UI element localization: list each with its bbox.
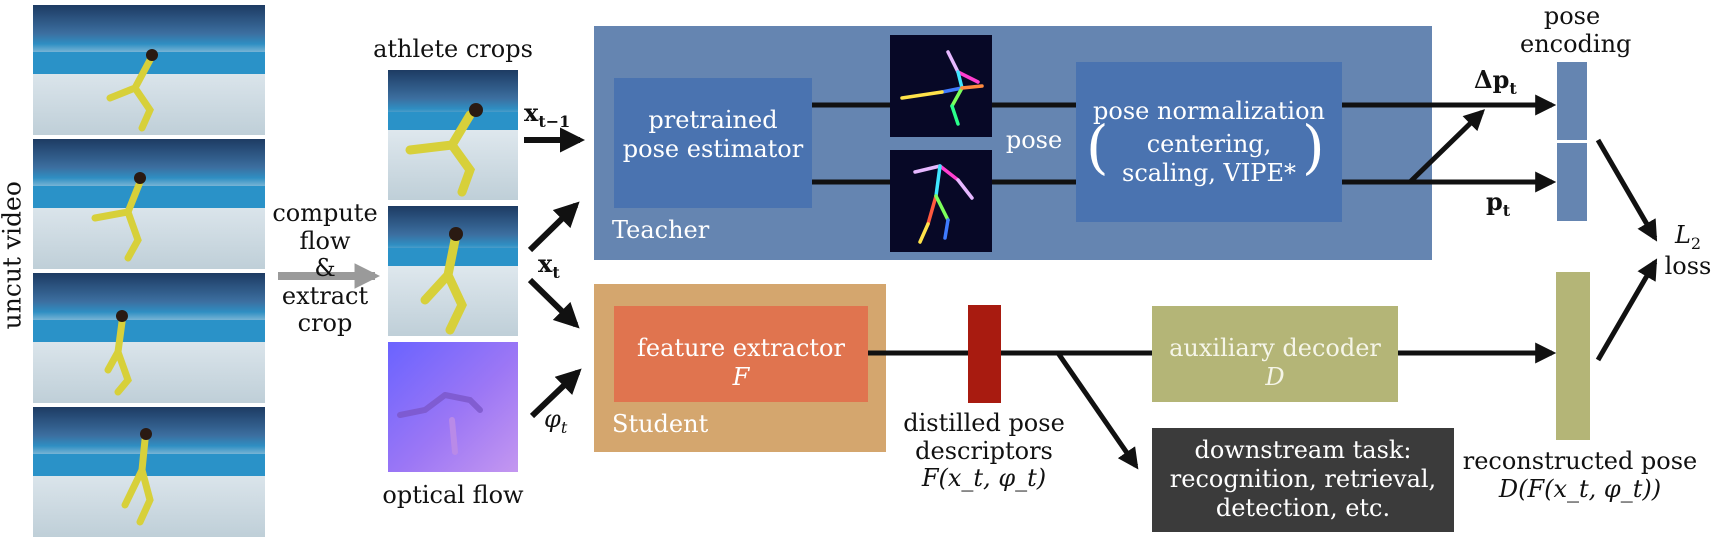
pose-skeleton-2 <box>890 150 992 252</box>
arrow-diff <box>1408 109 1486 184</box>
crop-image-2 <box>388 206 518 336</box>
process-label-4: extract <box>281 281 369 310</box>
crop-image-1 <box>388 70 518 200</box>
p-label: pt <box>1486 187 1511 220</box>
pose-encoding-bar <box>1557 62 1587 221</box>
pose-encoding-line-2: encoding <box>1520 29 1632 58</box>
downstream-line-3: detection, etc. <box>1215 493 1391 522</box>
normalization-paren-left: ( <box>1086 113 1109 181</box>
student-label: Student <box>612 410 709 438</box>
pose-label: pose <box>1005 126 1063 154</box>
pose-estimator-box <box>614 78 812 208</box>
process-label-2: flow <box>299 226 351 255</box>
downstream-box <box>1152 428 1454 532</box>
arrow-loss-top <box>1595 138 1658 242</box>
downstream-label: downstream task: recognition, retrieval,… <box>1152 436 1454 522</box>
pose-encoding-line-1: pose <box>1543 2 1601 30</box>
loss-symbol: L2 <box>1674 221 1702 253</box>
p-sub: t <box>1502 200 1511 220</box>
aux-decoder-label: auxiliary decoder D <box>1152 334 1398 392</box>
pose-encoding-label: pose encoding <box>1520 2 1632 58</box>
loss-sub: 2 <box>1690 233 1702 253</box>
descriptor-line-1: distilled pose <box>903 409 1065 437</box>
normalization-items: centering, scaling, VIPE* <box>1076 130 1342 188</box>
loss-label: L2 loss <box>1660 221 1716 281</box>
video-frame-3 <box>33 273 265 403</box>
reconstructed-formula: D(F(x_t, φ_t)) <box>1498 474 1662 503</box>
x-cur-sub: t <box>552 262 560 282</box>
video-frame-1 <box>33 5 265 135</box>
phi-label: φt <box>544 405 568 437</box>
aux-decoder-symbol: D <box>1265 362 1285 391</box>
normalization-title: pose normalization <box>1093 97 1325 125</box>
video-frames <box>33 5 265 537</box>
arrow-xcur-student <box>527 277 580 329</box>
aux-decoder-line-1: auxiliary decoder <box>1169 334 1381 362</box>
normalization-item-1: centering, <box>1146 130 1272 158</box>
flow-title: optical flow <box>382 481 524 509</box>
process-label: compute flow & extract crop <box>266 199 384 338</box>
teacher-label: Teacher <box>612 216 710 244</box>
recon-bar <box>1556 272 1590 440</box>
uncut-video-label: uncut video <box>0 181 27 330</box>
loss-word: loss <box>1664 252 1712 281</box>
athlete-crops <box>388 70 518 472</box>
x-prev-label: xt−1 <box>524 98 571 131</box>
crops-title: athlete crops <box>373 35 533 63</box>
delta-p-sub: t <box>1509 78 1517 98</box>
process-label-5: crop <box>297 309 353 338</box>
feature-extractor-box <box>614 306 868 402</box>
downstream-line-2: recognition, retrieval, <box>1169 464 1437 493</box>
descriptor-bar <box>968 305 1001 403</box>
delta-p-label: Δpt <box>1474 65 1517 98</box>
x-prev-sub: t−1 <box>538 111 571 131</box>
video-frame-2 <box>33 139 265 269</box>
pose-estimator-line-2: pose estimator <box>622 134 804 163</box>
arrow-downstream <box>1055 351 1139 470</box>
reconstructed-label: reconstructed pose D(F(x_t, φ_t)) <box>1462 447 1698 503</box>
normalization-paren-right: ) <box>1302 113 1325 181</box>
x-cur-label: xt <box>538 249 560 282</box>
flow-image <box>388 342 518 472</box>
phi-sub: t <box>560 417 568 437</box>
descriptor-label: distilled pose descriptors F(x_t, φ_t) <box>888 409 1080 493</box>
arrow-loss-bottom <box>1595 258 1658 362</box>
pose-skeleton-1 <box>890 35 992 137</box>
feature-extractor-label: feature extractor F <box>614 334 868 392</box>
process-label-1: compute <box>272 199 378 227</box>
feature-extractor-line-1: feature extractor <box>637 334 845 362</box>
feature-extractor-symbol: F <box>732 362 750 391</box>
arrow-phi-student <box>529 368 582 419</box>
normalization-box <box>1076 62 1342 222</box>
descriptor-line-2: descriptors <box>915 436 1053 465</box>
pose-estimator-label: pretrained pose estimator <box>614 106 812 164</box>
descriptor-formula: F(x_t, φ_t) <box>921 464 1047 493</box>
reconstructed-line-1: reconstructed pose <box>1462 447 1698 475</box>
downstream-line-1: downstream task: <box>1194 436 1412 464</box>
process-label-3: & <box>314 254 336 283</box>
aux-decoder-box <box>1152 306 1398 402</box>
normalization-item-2: scaling, VIPE* <box>1122 158 1296 187</box>
pose-estimator-line-1: pretrained <box>648 106 778 134</box>
arrow-xcur-teacher <box>527 201 580 253</box>
video-frame-4 <box>33 407 265 537</box>
